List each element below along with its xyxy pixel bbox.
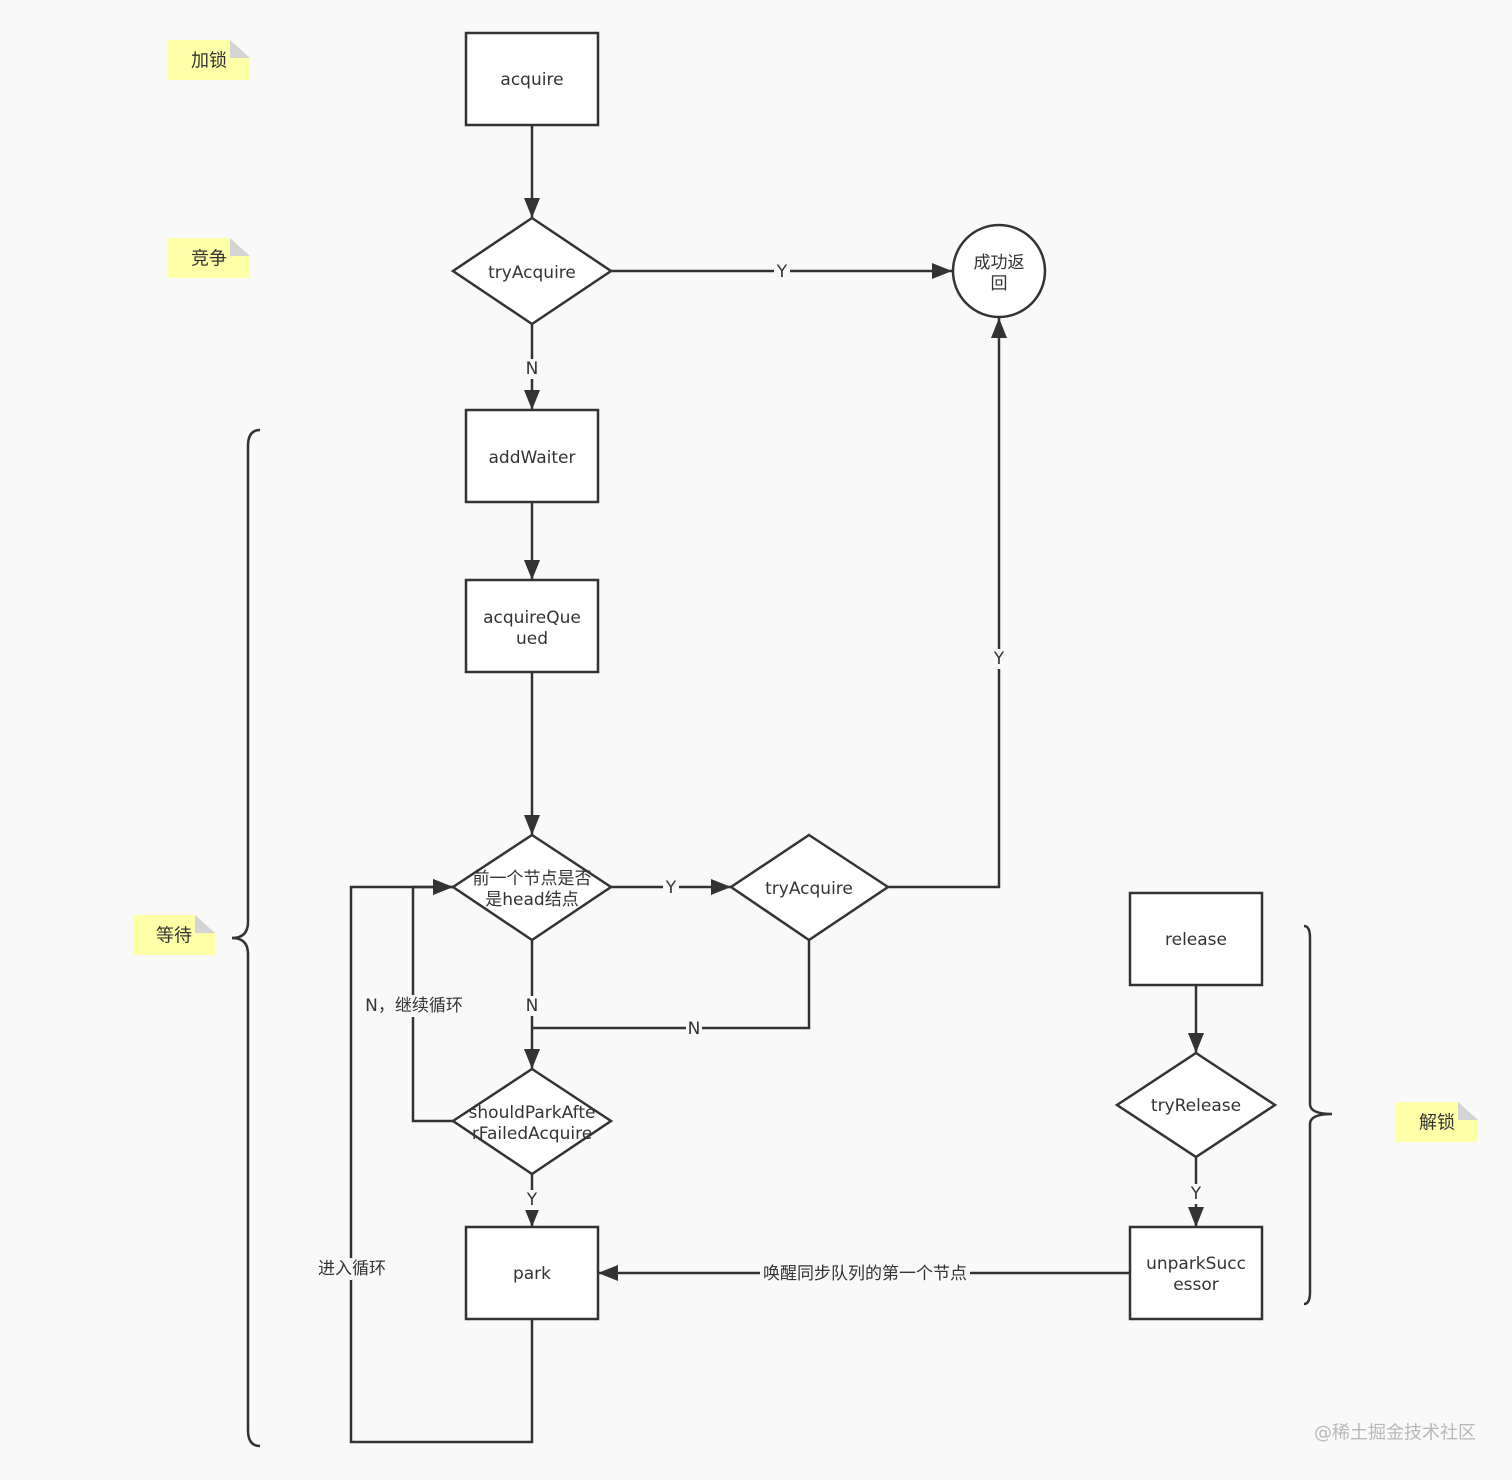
svg-text:Y: Y <box>1190 1184 1202 1204</box>
edge-label-try-acquire-yes: Y <box>774 262 790 282</box>
svg-text:addWaiter: addWaiter <box>489 448 576 468</box>
node-try-acquire: tryAcquire <box>450 216 614 326</box>
note-wait: 等待 <box>133 915 215 955</box>
svg-text:Y: Y <box>776 262 788 282</box>
edge-label-head-yes: Y <box>663 878 679 898</box>
watermark: @稀土掘金技术社区 <box>1314 1423 1476 1444</box>
edge-label-continue-loop: N，继续循环 <box>362 995 466 1017</box>
svg-text:Y: Y <box>526 1190 538 1210</box>
node-prev-is-head: 前一个节点是否 是head结点 <box>450 833 614 942</box>
svg-text:shouldParkAfte: shouldParkAfte <box>469 1103 596 1123</box>
edge-label-try-acquire-2-yes: Y <box>991 649 1007 669</box>
edge-tryacquire2-no-join <box>532 940 811 1030</box>
edge-label-head-no: N <box>524 996 540 1016</box>
svg-text:acquireQue: acquireQue <box>483 608 581 628</box>
svg-text:tryRelease: tryRelease <box>1151 1096 1241 1116</box>
svg-text:N: N <box>526 996 539 1016</box>
svg-text:前一个节点是否: 前一个节点是否 <box>473 869 592 889</box>
brace-unlock <box>1303 924 1333 1306</box>
node-try-release: tryRelease <box>1114 1051 1278 1159</box>
edge-label-wake-first: 唤醒同步队列的第一个节点 <box>760 1262 970 1284</box>
svg-text:ued: ued <box>516 629 548 649</box>
edge-label-try-acquire-2-no: N <box>686 1019 702 1039</box>
note-compete-label: 竞争 <box>191 249 227 270</box>
brace-wait <box>231 428 261 1448</box>
node-add-waiter: addWaiter <box>464 408 600 504</box>
edge-label-enter-loop: 进入循环 <box>316 1258 388 1280</box>
note-compete: 竞争 <box>168 238 250 278</box>
svg-text:是head结点: 是head结点 <box>485 890 578 910</box>
svg-text:essor: essor <box>1173 1275 1219 1295</box>
node-acquire-queued: acquireQue ued <box>464 578 600 674</box>
svg-text:进入循环: 进入循环 <box>318 1259 386 1279</box>
svg-text:tryAcquire: tryAcquire <box>488 263 576 283</box>
node-should-park: shouldParkAfte rFailedAcquire <box>450 1067 614 1176</box>
svg-text:release: release <box>1165 930 1227 950</box>
note-unlock: 解锁 <box>1396 1102 1478 1142</box>
edge-tryacquire2-to-success <box>888 318 1007 889</box>
svg-text:成功返: 成功返 <box>974 253 1025 273</box>
note-unlock-label: 解锁 <box>1419 1113 1455 1134</box>
svg-text:N，继续循环: N，继续循环 <box>365 996 463 1016</box>
node-try-acquire-2: tryAcquire <box>728 833 891 942</box>
svg-text:回: 回 <box>991 274 1008 294</box>
node-release: release <box>1128 891 1264 987</box>
svg-text:unparkSucc: unparkSucc <box>1146 1254 1246 1274</box>
node-acquire: acquire <box>464 31 600 127</box>
svg-text:park: park <box>513 1264 551 1284</box>
note-lock: 加锁 <box>168 40 250 80</box>
node-unpark-successor: unparkSucc essor <box>1128 1225 1264 1321</box>
svg-text:acquire: acquire <box>500 70 563 90</box>
edge-label-try-release-yes: Y <box>1188 1184 1204 1204</box>
note-lock-label: 加锁 <box>191 51 227 72</box>
edge-label-try-acquire-no: N <box>524 359 540 379</box>
svg-text:Y: Y <box>665 878 677 898</box>
svg-text:唤醒同步队列的第一个节点: 唤醒同步队列的第一个节点 <box>763 1264 967 1284</box>
edge-label-should-park-yes: Y <box>524 1190 540 1210</box>
note-wait-label: 等待 <box>156 926 192 947</box>
edge-park-enter-loop <box>349 879 534 1444</box>
svg-text:N: N <box>688 1019 701 1039</box>
svg-text:Y: Y <box>993 649 1005 669</box>
node-success-return: 成功返 回 <box>951 223 1047 319</box>
svg-text:tryAcquire: tryAcquire <box>765 879 853 899</box>
node-park: park <box>464 1225 600 1321</box>
svg-text:rFailedAcquire: rFailedAcquire <box>472 1124 592 1144</box>
svg-text:N: N <box>526 359 539 379</box>
